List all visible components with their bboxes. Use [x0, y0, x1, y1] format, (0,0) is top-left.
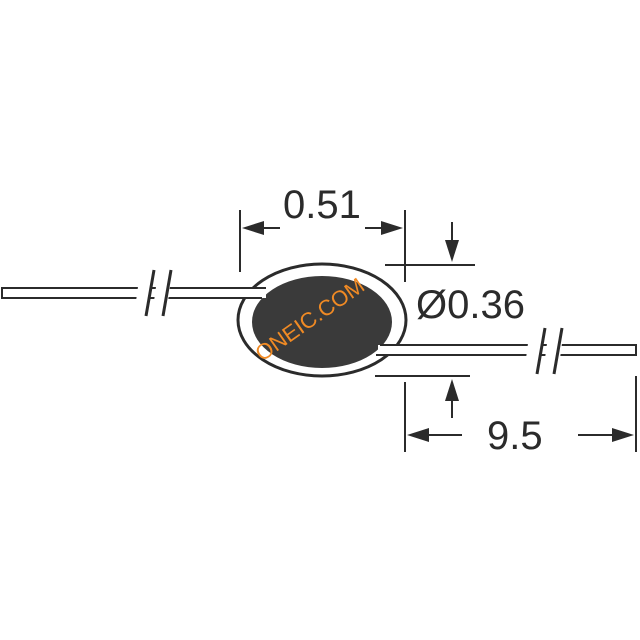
thermistor-bead: [236, 262, 408, 378]
dimension-lead-diameter: [375, 222, 475, 418]
dimension-lead-length: [404, 376, 637, 452]
left-break-mark: [134, 269, 173, 317]
left-lead: [1, 287, 261, 299]
right-lead: [371, 344, 637, 356]
lead-length-label: 9.5: [487, 414, 543, 458]
bead-width-label: 0.51: [283, 183, 361, 227]
right-break-mark: [524, 327, 564, 375]
dimension-bead-width: [239, 210, 406, 282]
lead-diameter-label: Ø0.36: [416, 283, 525, 327]
